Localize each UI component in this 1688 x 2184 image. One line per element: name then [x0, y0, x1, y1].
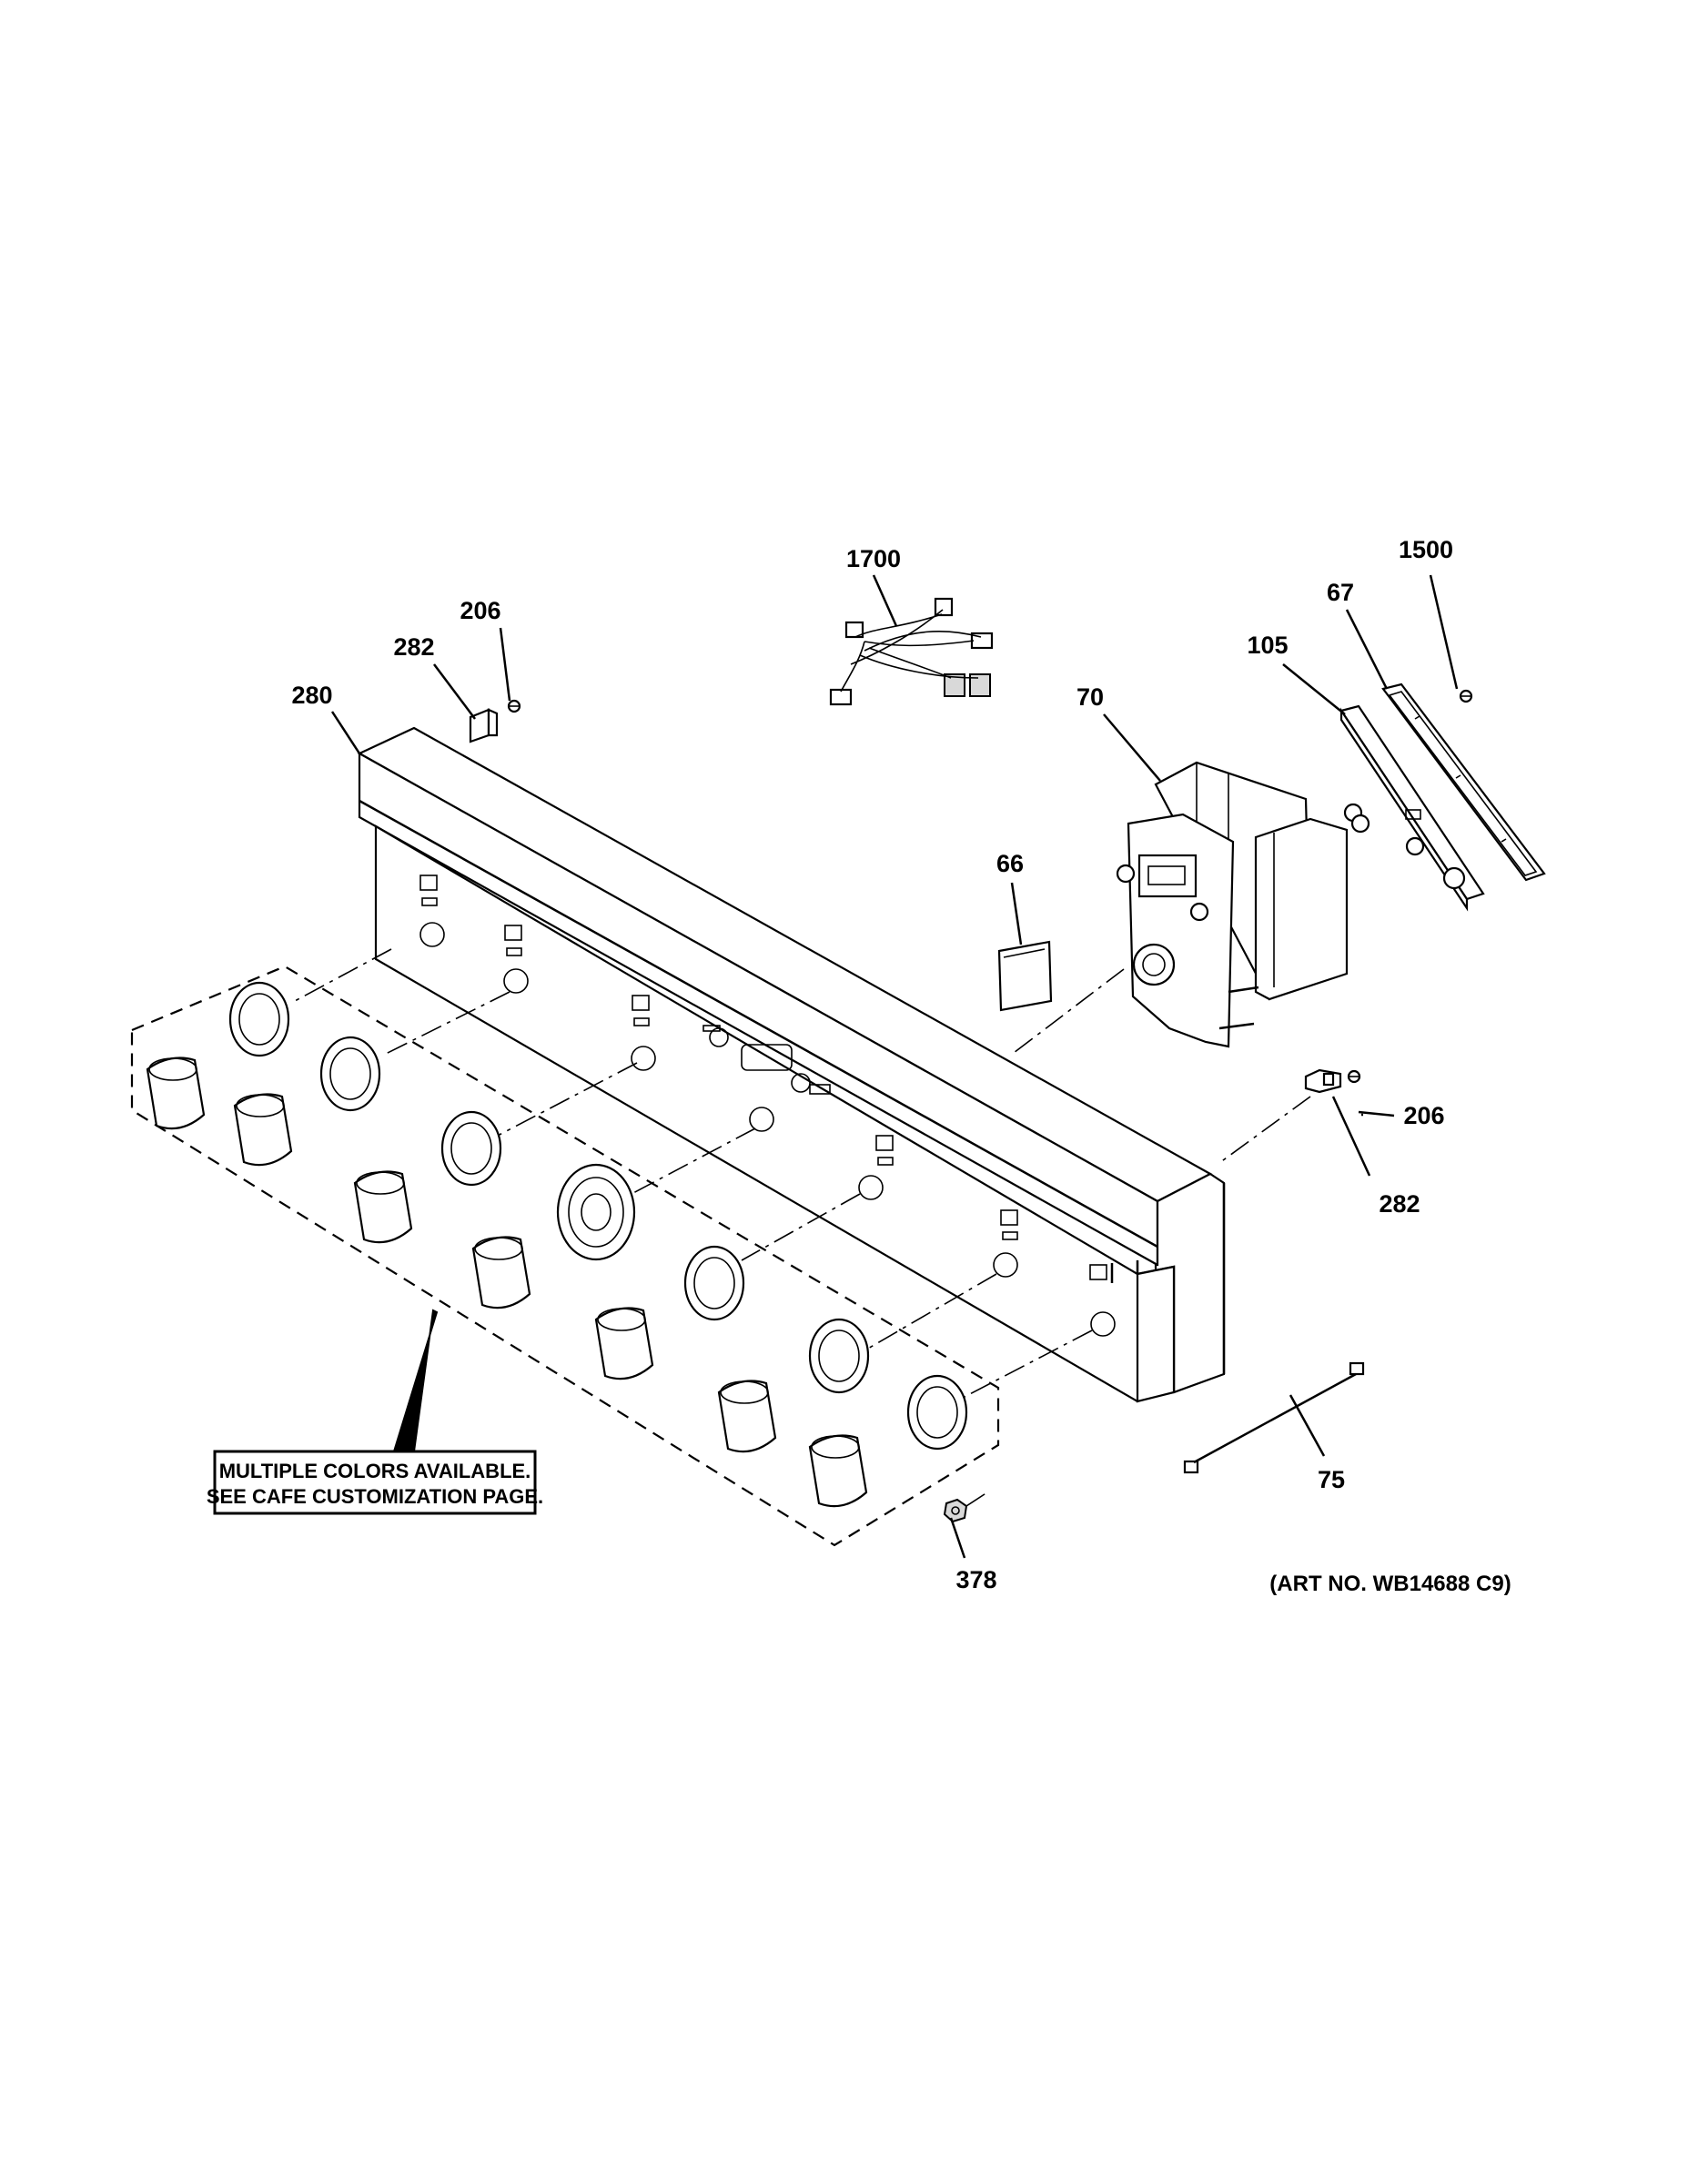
screw-1500	[1459, 689, 1473, 703]
knob-bezel	[440, 1110, 502, 1187]
control-knob	[594, 1307, 654, 1380]
art-number: (ART NO. WB14688 C9)	[1269, 1572, 1511, 1596]
bracket-282-left	[469, 708, 499, 743]
control-knob	[146, 1057, 206, 1130]
control-knob	[471, 1236, 531, 1309]
panel-valve-hole	[419, 875, 445, 947]
wire-harness-1700	[829, 597, 994, 706]
panel-valve-hole	[503, 925, 529, 994]
control-knob	[233, 1093, 293, 1167]
control-module-70	[1116, 761, 1349, 1048]
nut-378	[943, 1491, 988, 1523]
callout-1700: 1700	[846, 545, 901, 572]
callout-206-right: 206	[1403, 1102, 1444, 1129]
callout-105: 105	[1247, 632, 1288, 659]
callout-75: 75	[1318, 1466, 1345, 1493]
note-line-1: MULTIPLE COLORS AVAILABLE.	[219, 1460, 531, 1482]
note-arrow	[392, 1309, 439, 1452]
callout-67: 67	[1327, 579, 1354, 606]
control-knob	[717, 1380, 777, 1453]
note-box: MULTIPLE COLORS AVAILABLE. SEE CAFE CUST…	[207, 1450, 543, 1515]
board-cover-67	[1381, 682, 1546, 882]
knob-bezel	[683, 1245, 745, 1321]
panel-valve-hole	[631, 995, 656, 1071]
callout-378: 378	[955, 1566, 996, 1593]
control-panel-280	[357, 726, 1226, 1403]
callout-206-left: 206	[460, 597, 500, 624]
knob-bezel-large	[556, 1163, 636, 1261]
leader-lines	[330, 574, 1459, 1559]
screw-206-left	[507, 699, 521, 713]
panel-valve-hole	[1089, 1264, 1116, 1337]
control-board-105	[1339, 704, 1485, 912]
panel-valve-hole	[993, 1209, 1018, 1278]
knob-group-outline	[130, 965, 1000, 1547]
knob-bezel	[906, 1374, 968, 1451]
callout-66: 66	[996, 850, 1024, 877]
control-knob	[808, 1434, 868, 1508]
panel-valve-hole	[858, 1135, 894, 1200]
note-line-2: SEE CAFE CUSTOMIZATION PAGE.	[207, 1485, 543, 1508]
wire-75	[1183, 1361, 1365, 1474]
screw-206-right	[1347, 1069, 1361, 1084]
bracket-282-right	[1304, 1068, 1342, 1094]
control-knob	[353, 1170, 413, 1244]
display-lens-66	[997, 940, 1053, 1012]
callout-282-right: 282	[1379, 1190, 1420, 1218]
panel-valve-hole	[749, 1107, 774, 1132]
callout-282-left: 282	[393, 633, 434, 661]
callout-70: 70	[1076, 683, 1104, 711]
callout-280: 280	[291, 682, 332, 709]
alignment-lines	[294, 948, 1311, 1398]
panel-display-cutout	[702, 1025, 831, 1095]
callout-1500: 1500	[1399, 536, 1453, 563]
knob-bezel	[808, 1318, 870, 1394]
knob-bezel	[319, 1036, 381, 1112]
knob-bezel	[228, 981, 290, 1057]
